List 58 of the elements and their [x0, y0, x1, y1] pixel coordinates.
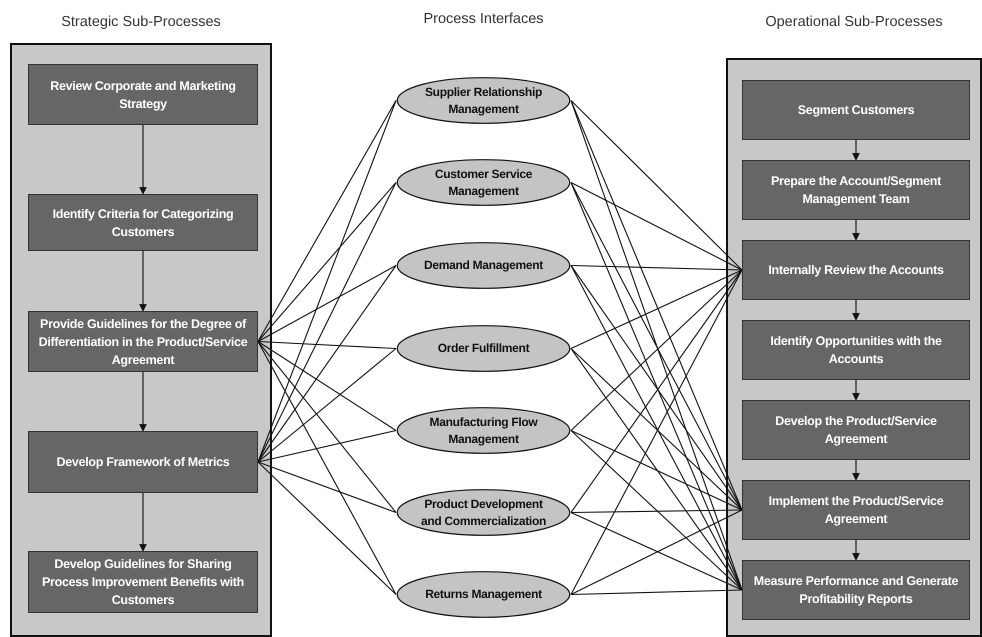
- process-ellipse: Product Development and Commercialization: [396, 489, 571, 536]
- process-box: Measure Performance and Generate Profitability Reports: [742, 560, 970, 620]
- arrow: [852, 300, 860, 321]
- arrow: [852, 140, 860, 161]
- arrow: [139, 493, 147, 552]
- arrow: [852, 460, 860, 481]
- process-box: Segment Customers: [742, 80, 970, 140]
- connector-line: [570, 264, 742, 271]
- column-heading: Strategic Sub-Processes: [60, 14, 222, 30]
- connector-line: [570, 430, 742, 590]
- connector-line: [570, 589, 742, 596]
- process-box: Provide Guidelines for the Degree of Differentiation in the Product/Service Agreement: [28, 311, 258, 372]
- process-box: Internally Review the Accounts: [742, 240, 970, 300]
- column-heading: Process Interfaces: [422, 11, 545, 27]
- connector-line: [258, 430, 396, 463]
- process-box: Prepare the Account/Segment Management Team: [742, 160, 970, 220]
- connector-line: [570, 182, 742, 510]
- arrow: [139, 251, 147, 312]
- process-box: Develop Framework of Metrics: [28, 431, 258, 493]
- connector-line: [570, 100, 742, 270]
- connector-line: [570, 100, 743, 590]
- process-box: Identify Opportunities with the Accounts: [742, 320, 970, 380]
- connector-line: [258, 265, 396, 342]
- arrow: [139, 125, 147, 195]
- connector-line: [258, 265, 396, 462]
- process-ellipse: Manufacturing Flow Management: [396, 407, 571, 454]
- arrow: [852, 540, 860, 561]
- process-box: Develop the Product/Service Agreement: [742, 400, 970, 460]
- connector-line: [258, 461, 396, 514]
- connector-line: [258, 341, 396, 513]
- arrow: [139, 372, 147, 432]
- process-ellipse: Returns Management: [396, 571, 571, 618]
- process-box: Identify Criteria for Categorizing Customers: [28, 194, 258, 251]
- process-ellipse: Supplier Relationship Management: [396, 77, 571, 124]
- connector-line: [570, 348, 742, 590]
- connector-line: [258, 348, 396, 462]
- column-heading: Operational Sub-Processes: [764, 14, 944, 30]
- connector-line: [571, 509, 742, 514]
- connector-line: [570, 348, 742, 510]
- process-box: Review Corporate and Marketing Strategy: [28, 64, 258, 125]
- connector-line: [570, 182, 742, 270]
- connector-line: [258, 341, 396, 595]
- connector-line: [570, 270, 742, 431]
- arrow: [852, 380, 860, 401]
- connector-line: [258, 462, 396, 595]
- process-ellipse: Order Fulfillment: [396, 325, 571, 372]
- process-ellipse: Customer Service Management: [396, 159, 571, 206]
- connector-line: [570, 100, 742, 510]
- connector-line: [258, 341, 396, 431]
- connector-line: [258, 182, 396, 342]
- process-box: Implement the Product/Service Agreement: [742, 480, 970, 540]
- process-ellipse: Demand Management: [396, 242, 571, 289]
- connector-line: [570, 270, 742, 349]
- connector-line: [570, 430, 742, 510]
- connector-line: [258, 100, 396, 342]
- process-box: Develop Guidelines for Sharing Process Improvement Benefits with Customers: [28, 551, 258, 613]
- arrow: [852, 220, 860, 241]
- connector-line: [258, 340, 396, 350]
